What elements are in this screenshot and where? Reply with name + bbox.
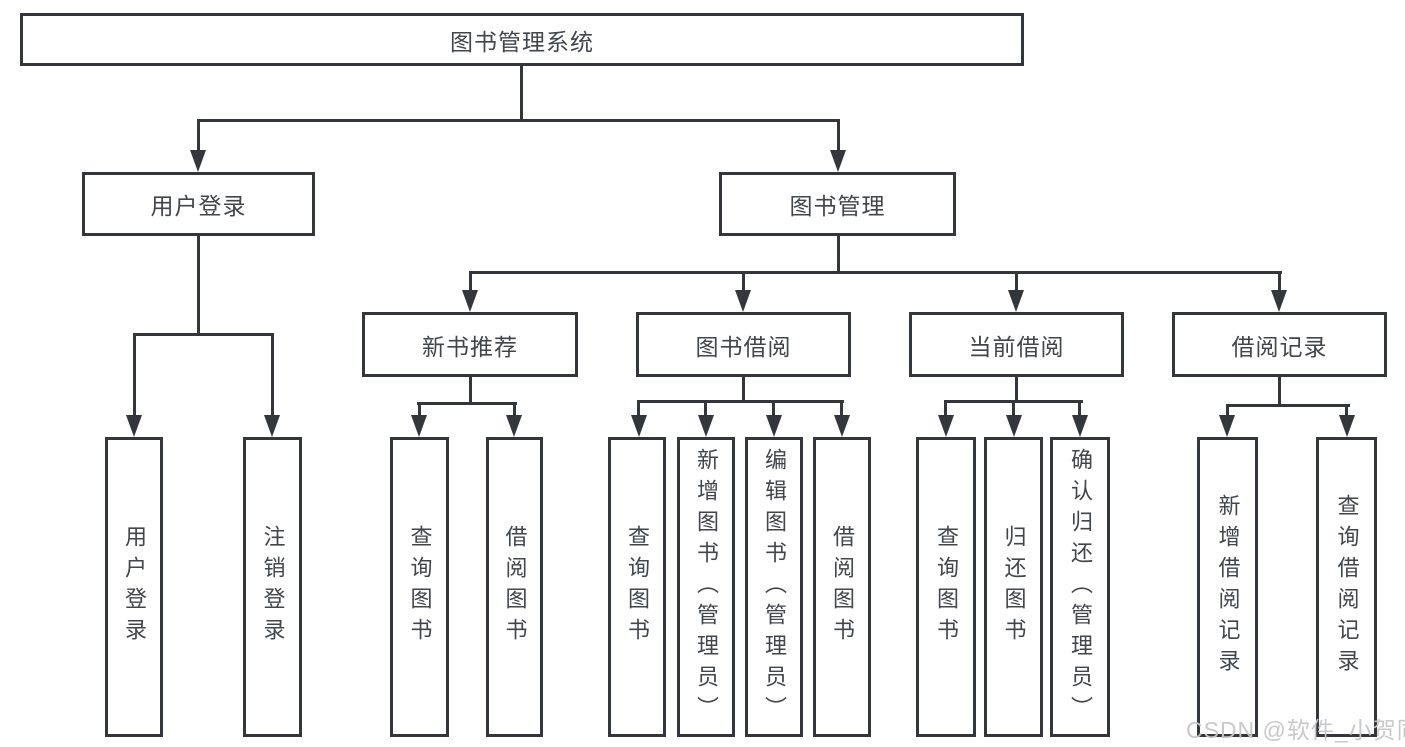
arrowhead-down-icon [190, 150, 206, 172]
connector-line [1015, 271, 1018, 290]
leaf-logout-label: 注销登录 [260, 525, 286, 649]
connector-line [837, 119, 840, 153]
leaf-add-book-admin-label: 新增图书（管理员） [694, 447, 719, 727]
connector-line [637, 400, 844, 403]
connector-line [704, 400, 707, 417]
leaf-query-books-2: 查询图书 [608, 437, 666, 737]
connector-line [469, 271, 1282, 274]
node-borrow-records: 借阅记录 [1172, 312, 1387, 377]
leaf-borrow-books-1: 借阅图书 [486, 437, 543, 737]
leaf-edit-book-admin-label: 编辑图书（管理员） [762, 447, 787, 727]
leaf-borrow-books-1-label: 借阅图书 [502, 525, 528, 649]
node-current-borrow: 当前借阅 [909, 312, 1124, 377]
connector-line [637, 400, 640, 417]
connector-line [1226, 404, 1350, 407]
connector-line [742, 377, 745, 402]
connector-line [271, 333, 274, 417]
connector-line [133, 333, 274, 336]
leaf-add-borrow-record: 新增借阅记录 [1197, 437, 1258, 737]
node-user-login: 用户登录 [82, 172, 315, 236]
leaf-query-books-3-label: 查询图书 [934, 525, 959, 649]
connector-line [1345, 404, 1348, 417]
leaf-add-borrow-record-label: 新增借阅记录 [1215, 494, 1241, 680]
connector-line [840, 400, 843, 417]
connector-line [197, 119, 200, 153]
node-book-borrow: 图书借阅 [636, 312, 851, 377]
connector-line [1078, 400, 1081, 417]
node-borrow-records-label: 借阅记录 [1231, 333, 1328, 360]
node-user-login-label: 用户登录 [150, 193, 247, 219]
connector-line [1226, 404, 1229, 417]
leaf-query-books-2-label: 查询图书 [625, 525, 650, 649]
node-book-management: 图书管理 [719, 172, 956, 236]
connector-line [742, 271, 745, 290]
arrowhead-down-icon [834, 415, 850, 437]
leaf-query-books-3: 查询图书 [916, 437, 976, 737]
connector-line [418, 402, 421, 417]
leaf-query-books-1-label: 查询图书 [407, 525, 433, 649]
arrowhead-down-icon [1271, 290, 1287, 312]
leaf-return-book-label: 归还图书 [1001, 525, 1027, 649]
arrowhead-down-icon [698, 415, 714, 437]
arrowhead-down-icon [938, 415, 954, 437]
arrowhead-down-icon [1006, 415, 1022, 437]
arrowhead-down-icon [631, 415, 647, 437]
connector-line [837, 236, 840, 274]
leaf-user-login-label: 用户登录 [122, 525, 147, 649]
connector-line [513, 402, 516, 417]
leaf-return-book: 归还图书 [984, 437, 1043, 737]
leaf-query-borrow-record-label: 查询借阅记录 [1334, 494, 1360, 680]
leaf-query-books-1: 查询图书 [390, 437, 449, 737]
arrowhead-down-icon [830, 150, 846, 172]
leaf-borrow-books-2: 借阅图书 [813, 437, 871, 737]
arrowhead-down-icon [1339, 415, 1355, 437]
connector-line [520, 66, 523, 119]
connector-line [1015, 377, 1018, 402]
node-root: 图书管理系统 [20, 13, 1024, 66]
connector-line [469, 377, 472, 404]
node-root-label: 图书管理系统 [450, 28, 594, 55]
connector-line [197, 236, 200, 335]
arrowhead-down-icon [411, 415, 427, 437]
connector-line [133, 333, 136, 417]
node-current-borrow-label: 当前借阅 [968, 333, 1065, 360]
csdn-watermark: CSDN @软件_小贺同学 [1186, 717, 1405, 743]
connector-line [772, 400, 775, 417]
connector-line [417, 402, 517, 405]
arrowhead-down-icon [1072, 415, 1088, 437]
leaf-borrow-books-2-label: 借阅图书 [830, 525, 855, 649]
arrowhead-down-icon [126, 415, 142, 437]
node-new-book-recommend: 新书推荐 [362, 312, 578, 377]
connector-line [1278, 271, 1281, 290]
arrowhead-down-icon [264, 415, 280, 437]
arrowhead-down-icon [1219, 415, 1235, 437]
connector-line [1012, 400, 1015, 417]
arrowhead-down-icon [1008, 290, 1024, 312]
node-book-management-label: 图书管理 [789, 193, 886, 219]
leaf-edit-book-admin: 编辑图书（管理员） [745, 437, 803, 737]
leaf-user-login: 用户登录 [105, 437, 163, 737]
node-book-borrow-label: 图书借阅 [695, 333, 792, 360]
connector-line [944, 400, 947, 417]
leaf-confirm-return-admin-label: 确认归还（管理员） [1068, 447, 1093, 727]
leaf-logout: 注销登录 [243, 437, 302, 737]
arrowhead-down-icon [766, 415, 782, 437]
leaf-add-book-admin: 新增图书（管理员） [677, 437, 735, 737]
arrowhead-down-icon [462, 290, 478, 312]
node-new-book-recommend-label: 新书推荐 [422, 333, 518, 360]
connector-line [469, 271, 472, 290]
leaf-confirm-return-admin: 确认归还（管理员） [1050, 437, 1110, 737]
arrowhead-down-icon [506, 415, 522, 437]
leaf-query-borrow-record: 查询借阅记录 [1316, 437, 1377, 737]
arrowhead-down-icon [735, 290, 751, 312]
connector-line [1278, 377, 1281, 407]
connector-line [197, 119, 840, 122]
